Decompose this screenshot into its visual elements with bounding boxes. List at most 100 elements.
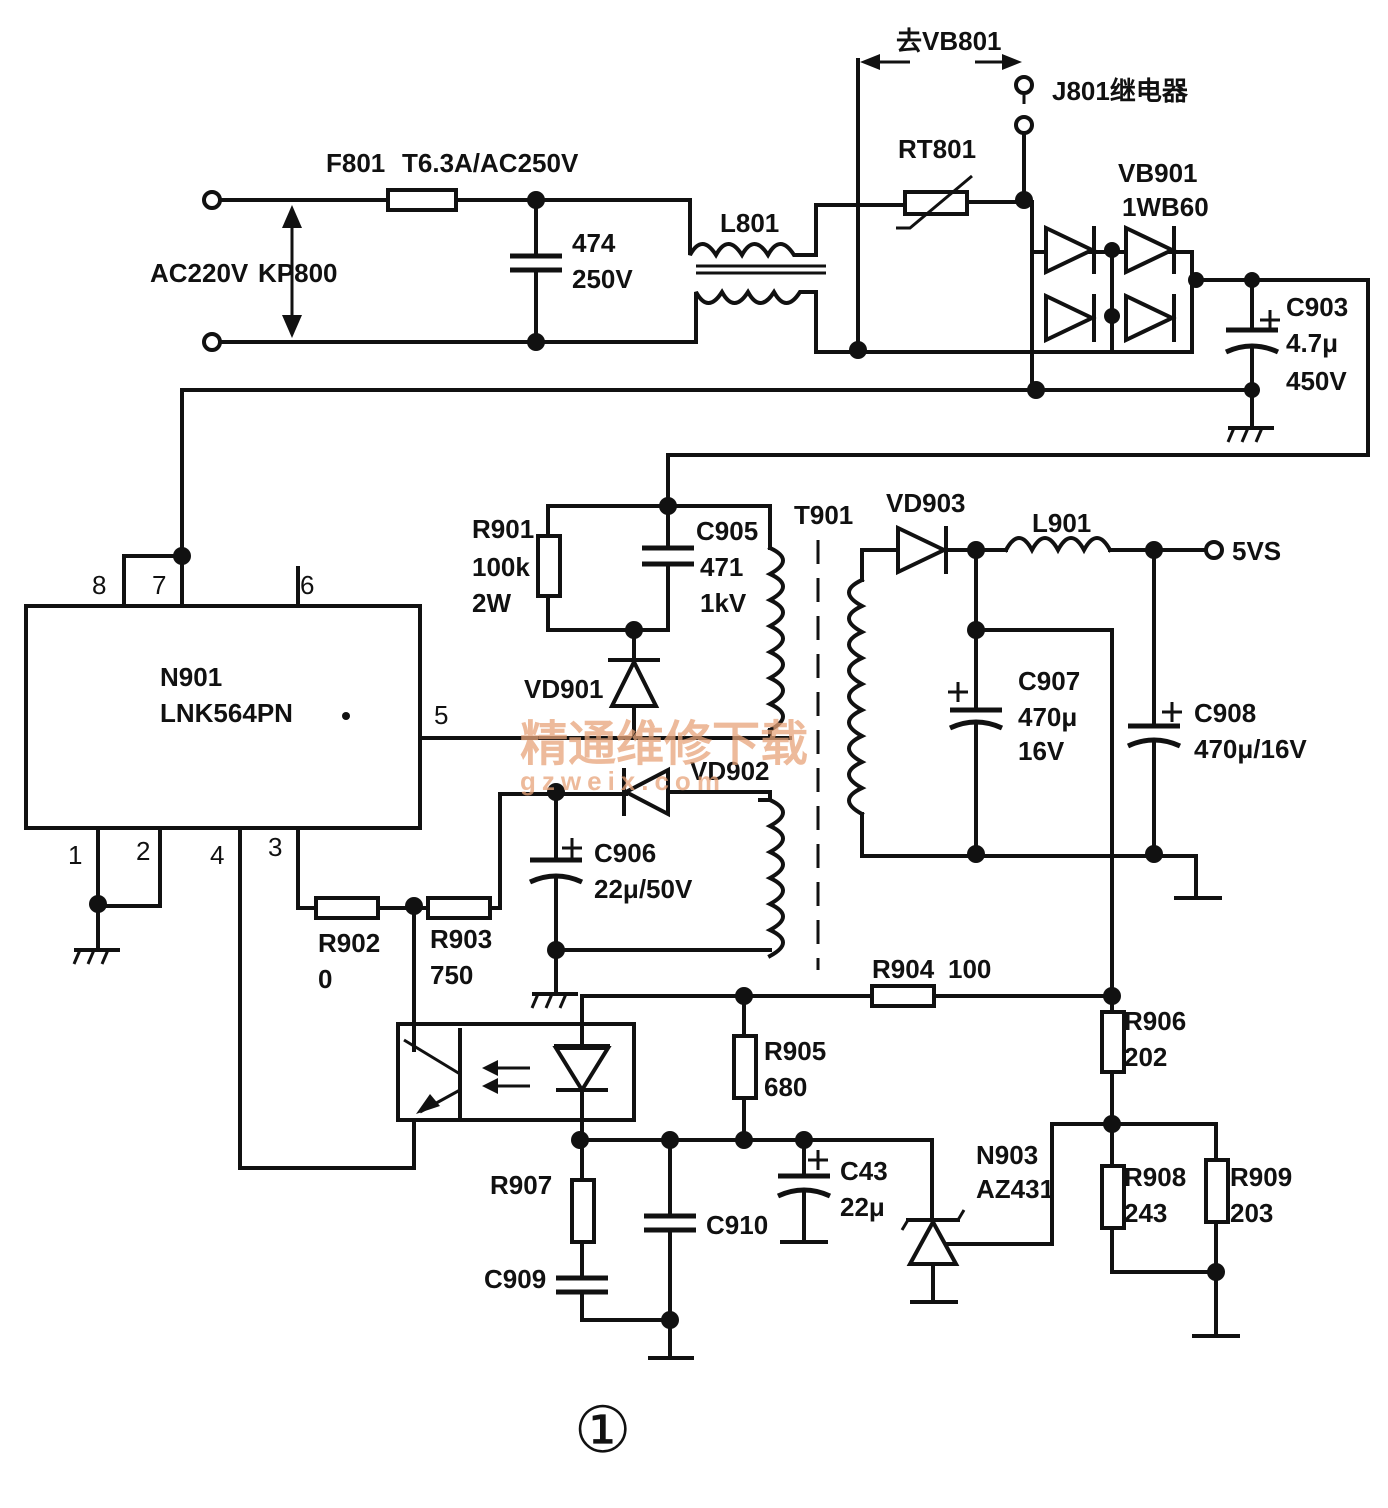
- label-r908-val: 243: [1124, 1198, 1167, 1228]
- resistor-r908: [1100, 1164, 1126, 1230]
- output-terminal-5vs: [1204, 540, 1224, 560]
- led-emission-arrow-1-icon: [482, 1060, 498, 1076]
- pin-6: 6: [300, 570, 314, 600]
- pin-8: 8: [92, 570, 106, 600]
- label-c906-val: 22μ/50V: [594, 874, 693, 904]
- pin-5: 5: [434, 700, 448, 730]
- label-c43-val: 22μ: [840, 1192, 885, 1222]
- bridge-rectifier-vb901: [1027, 200, 1204, 399]
- resistor-r907: [570, 1178, 596, 1244]
- label-vd901: VD901: [524, 674, 604, 704]
- label-c907-cap: 470μ: [1018, 702, 1077, 732]
- label-r901: R901: [472, 514, 534, 544]
- resistor-r902: [314, 896, 380, 920]
- label-r909: R909: [1230, 1162, 1292, 1192]
- label-c907-volt: 16V: [1018, 736, 1065, 766]
- ac-input-terminal-bottom: [202, 332, 222, 352]
- label-r905: R905: [764, 1036, 826, 1066]
- label-c905-val: 471: [700, 552, 743, 582]
- label-250v: 250V: [572, 264, 633, 294]
- label-5vs: 5VS: [1232, 536, 1281, 566]
- watermark-url: gzweix.com: [520, 766, 726, 796]
- label-n903: N903: [976, 1140, 1038, 1170]
- label-c903-volt: 450V: [1286, 366, 1347, 396]
- label-ac220v: AC220V: [150, 258, 249, 288]
- optocoupler: [396, 1022, 636, 1122]
- kp800-arrow-up-icon: [282, 205, 302, 228]
- resistor-r903: [426, 896, 492, 920]
- transformer-t901: [554, 540, 1198, 970]
- figure-number: ①: [574, 1394, 631, 1468]
- label-r903: R903: [430, 924, 492, 954]
- resistor-r901: [536, 534, 562, 598]
- watermark-text: 精通维修下载: [520, 718, 808, 771]
- kp800-arrow-down-icon: [282, 315, 302, 338]
- label-c43: C43: [840, 1156, 888, 1186]
- thermistor-rt801: [903, 190, 969, 216]
- relay-j801-contact-bottom: [1014, 115, 1034, 135]
- label-c903: C903: [1286, 292, 1348, 322]
- label-r904: R904: [872, 954, 935, 984]
- label-c908-val: 470μ/16V: [1194, 734, 1307, 764]
- label-to-vb801: 去VB801: [896, 26, 1002, 56]
- label-r904-val: 100: [948, 954, 991, 984]
- phototransistor-arrow-icon: [416, 1094, 440, 1114]
- label-n903-part: AZ431: [976, 1174, 1054, 1204]
- labels: 去VB801 J801继电器 F801 T6.3A/AC250V RT801 V…: [68, 26, 1348, 1468]
- watermark: 精通维修下载 gzweix.com: [520, 718, 808, 796]
- label-r905-val: 680: [764, 1072, 807, 1102]
- label-fuse-rating: T6.3A/AC250V: [402, 148, 579, 178]
- label-r901-pwr: 2W: [472, 588, 511, 618]
- snubber-section: [536, 453, 772, 740]
- to-vb801-right-arrow-icon: [1002, 54, 1022, 70]
- label-c905-volt: 1kV: [700, 588, 747, 618]
- label-vd902: VD902: [690, 756, 770, 786]
- ic-n901: [24, 604, 422, 830]
- label-r907: R907: [490, 1170, 552, 1200]
- label-c907: C907: [1018, 666, 1080, 696]
- pin-2: 2: [136, 836, 150, 866]
- relay-j801-contact-top: [1014, 75, 1034, 95]
- capacitor-c903: [666, 272, 1370, 457]
- fuse-f801: [386, 188, 458, 212]
- label-l901: L901: [1032, 508, 1091, 538]
- label-r906-val: 202: [1124, 1042, 1167, 1072]
- resistor-r904: [870, 984, 936, 1008]
- label-c906: C906: [594, 838, 656, 868]
- label-rt801: RT801: [898, 134, 976, 164]
- label-vd903: VD903: [886, 488, 966, 518]
- aux-winding-section: [528, 766, 772, 1009]
- label-kp800: KP800: [258, 258, 338, 288]
- resistor-r909: [1204, 1158, 1230, 1224]
- resistor-r906: [1100, 1010, 1126, 1074]
- label-j801: J801继电器: [1052, 76, 1189, 106]
- resistor-r905: [732, 1034, 758, 1100]
- label-r903-val: 750: [430, 960, 473, 990]
- label-c903-cap: 4.7μ: [1286, 328, 1338, 358]
- label-r908: R908: [1124, 1162, 1186, 1192]
- label-c909: C909: [484, 1264, 546, 1294]
- pin-3: 3: [268, 832, 282, 862]
- label-n901: N901: [160, 662, 222, 692]
- label-c908: C908: [1194, 698, 1256, 728]
- pin-7: 7: [152, 570, 166, 600]
- led-emission-arrow-2-icon: [482, 1078, 498, 1094]
- secondary-output: [896, 524, 1224, 1014]
- label-t901: T901: [794, 500, 853, 530]
- label-n901-part: LNK564PN: [160, 698, 293, 728]
- label-c910: C910: [706, 1210, 768, 1240]
- label-vb901-part: 1WB60: [1122, 192, 1209, 222]
- ac-input-terminal-top: [202, 190, 222, 210]
- label-f801: F801: [326, 148, 385, 178]
- label-r909-val: 203: [1230, 1198, 1273, 1228]
- ac-input-section: [202, 54, 1034, 359]
- label-r902: R902: [318, 928, 380, 958]
- label-474: 474: [572, 228, 616, 258]
- label-r902-val: 0: [318, 964, 332, 994]
- feedback-section: [396, 984, 1240, 1360]
- label-l801: L801: [720, 208, 779, 238]
- pin-4: 4: [210, 840, 224, 870]
- label-r901-val: 100k: [472, 552, 530, 582]
- label-c905: C905: [696, 516, 758, 546]
